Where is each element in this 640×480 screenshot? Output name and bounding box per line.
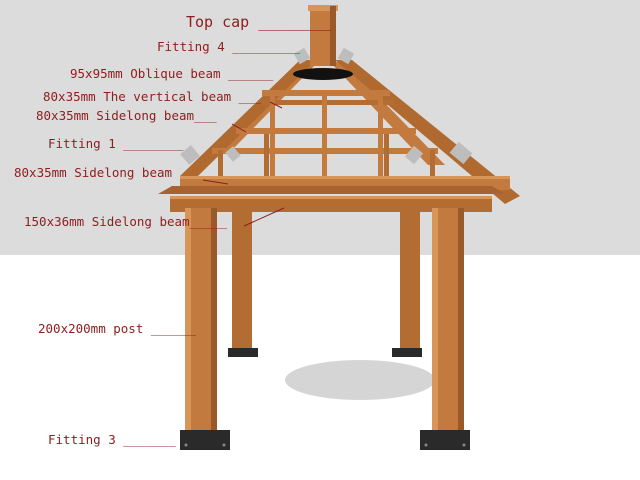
- label-post: 200x200mm post ______: [38, 321, 197, 336]
- label-fitting-3: Fitting 3 _______: [48, 432, 176, 447]
- back-posts: [228, 210, 422, 357]
- fitting-3-base-plates: [180, 430, 470, 450]
- label-sidelong-beam-lower: 80x35mm Sidelong beam: [14, 165, 173, 180]
- fitting-1-brackets: [180, 141, 473, 165]
- front-posts: [185, 208, 464, 433]
- leader-lines: [202, 101, 285, 227]
- label-sidelong-beam-upper: 80x35mm Sidelong beam___: [36, 108, 217, 123]
- top-cap: [293, 5, 353, 80]
- label-sidelong-beam-main: 150x36mm Sidelong beam_____: [24, 214, 228, 229]
- label-vertical-beam: 80x35mm The vertical beam ___: [43, 89, 262, 104]
- fitting-4-brackets: [293, 47, 355, 65]
- ground-shadow: [285, 360, 435, 400]
- label-oblique-beam: 95x95mm Oblique beam ______: [70, 66, 274, 81]
- label-top-cap: Top cap ________: [186, 13, 331, 31]
- label-fitting-1: Fitting 1 ________: [48, 136, 184, 151]
- roof-lattice: [212, 90, 438, 178]
- label-fitting-4: Fitting 4 _________: [157, 39, 300, 54]
- main-sidelong-beams: [158, 176, 510, 212]
